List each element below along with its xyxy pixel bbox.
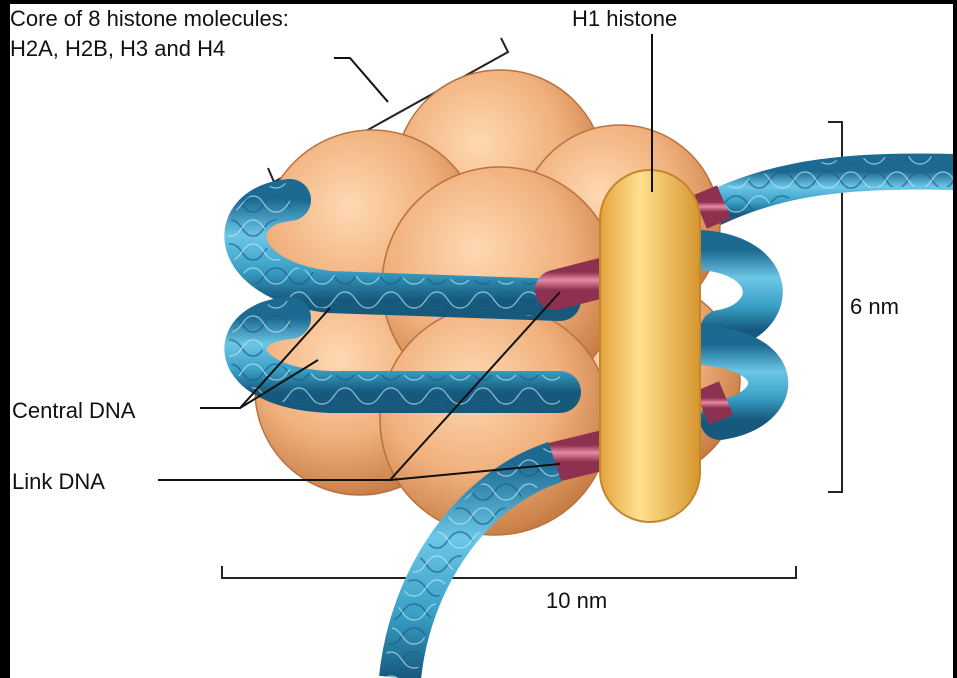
h1-histone-label: H1 histone xyxy=(572,6,677,32)
h1-histone-shape xyxy=(600,170,700,522)
core-label-line2: H2A, H2B, H3 and H4 xyxy=(10,36,225,62)
core-label-line1: Core of 8 histone molecules: xyxy=(10,6,289,32)
link-dna-label: Link DNA xyxy=(12,469,105,495)
width-label: 10 nm xyxy=(546,588,607,614)
scale-bracket-width xyxy=(222,566,796,578)
height-label: 6 nm xyxy=(850,294,899,320)
central-dna-label: Central DNA xyxy=(12,398,135,424)
dna-back xyxy=(700,171,955,215)
